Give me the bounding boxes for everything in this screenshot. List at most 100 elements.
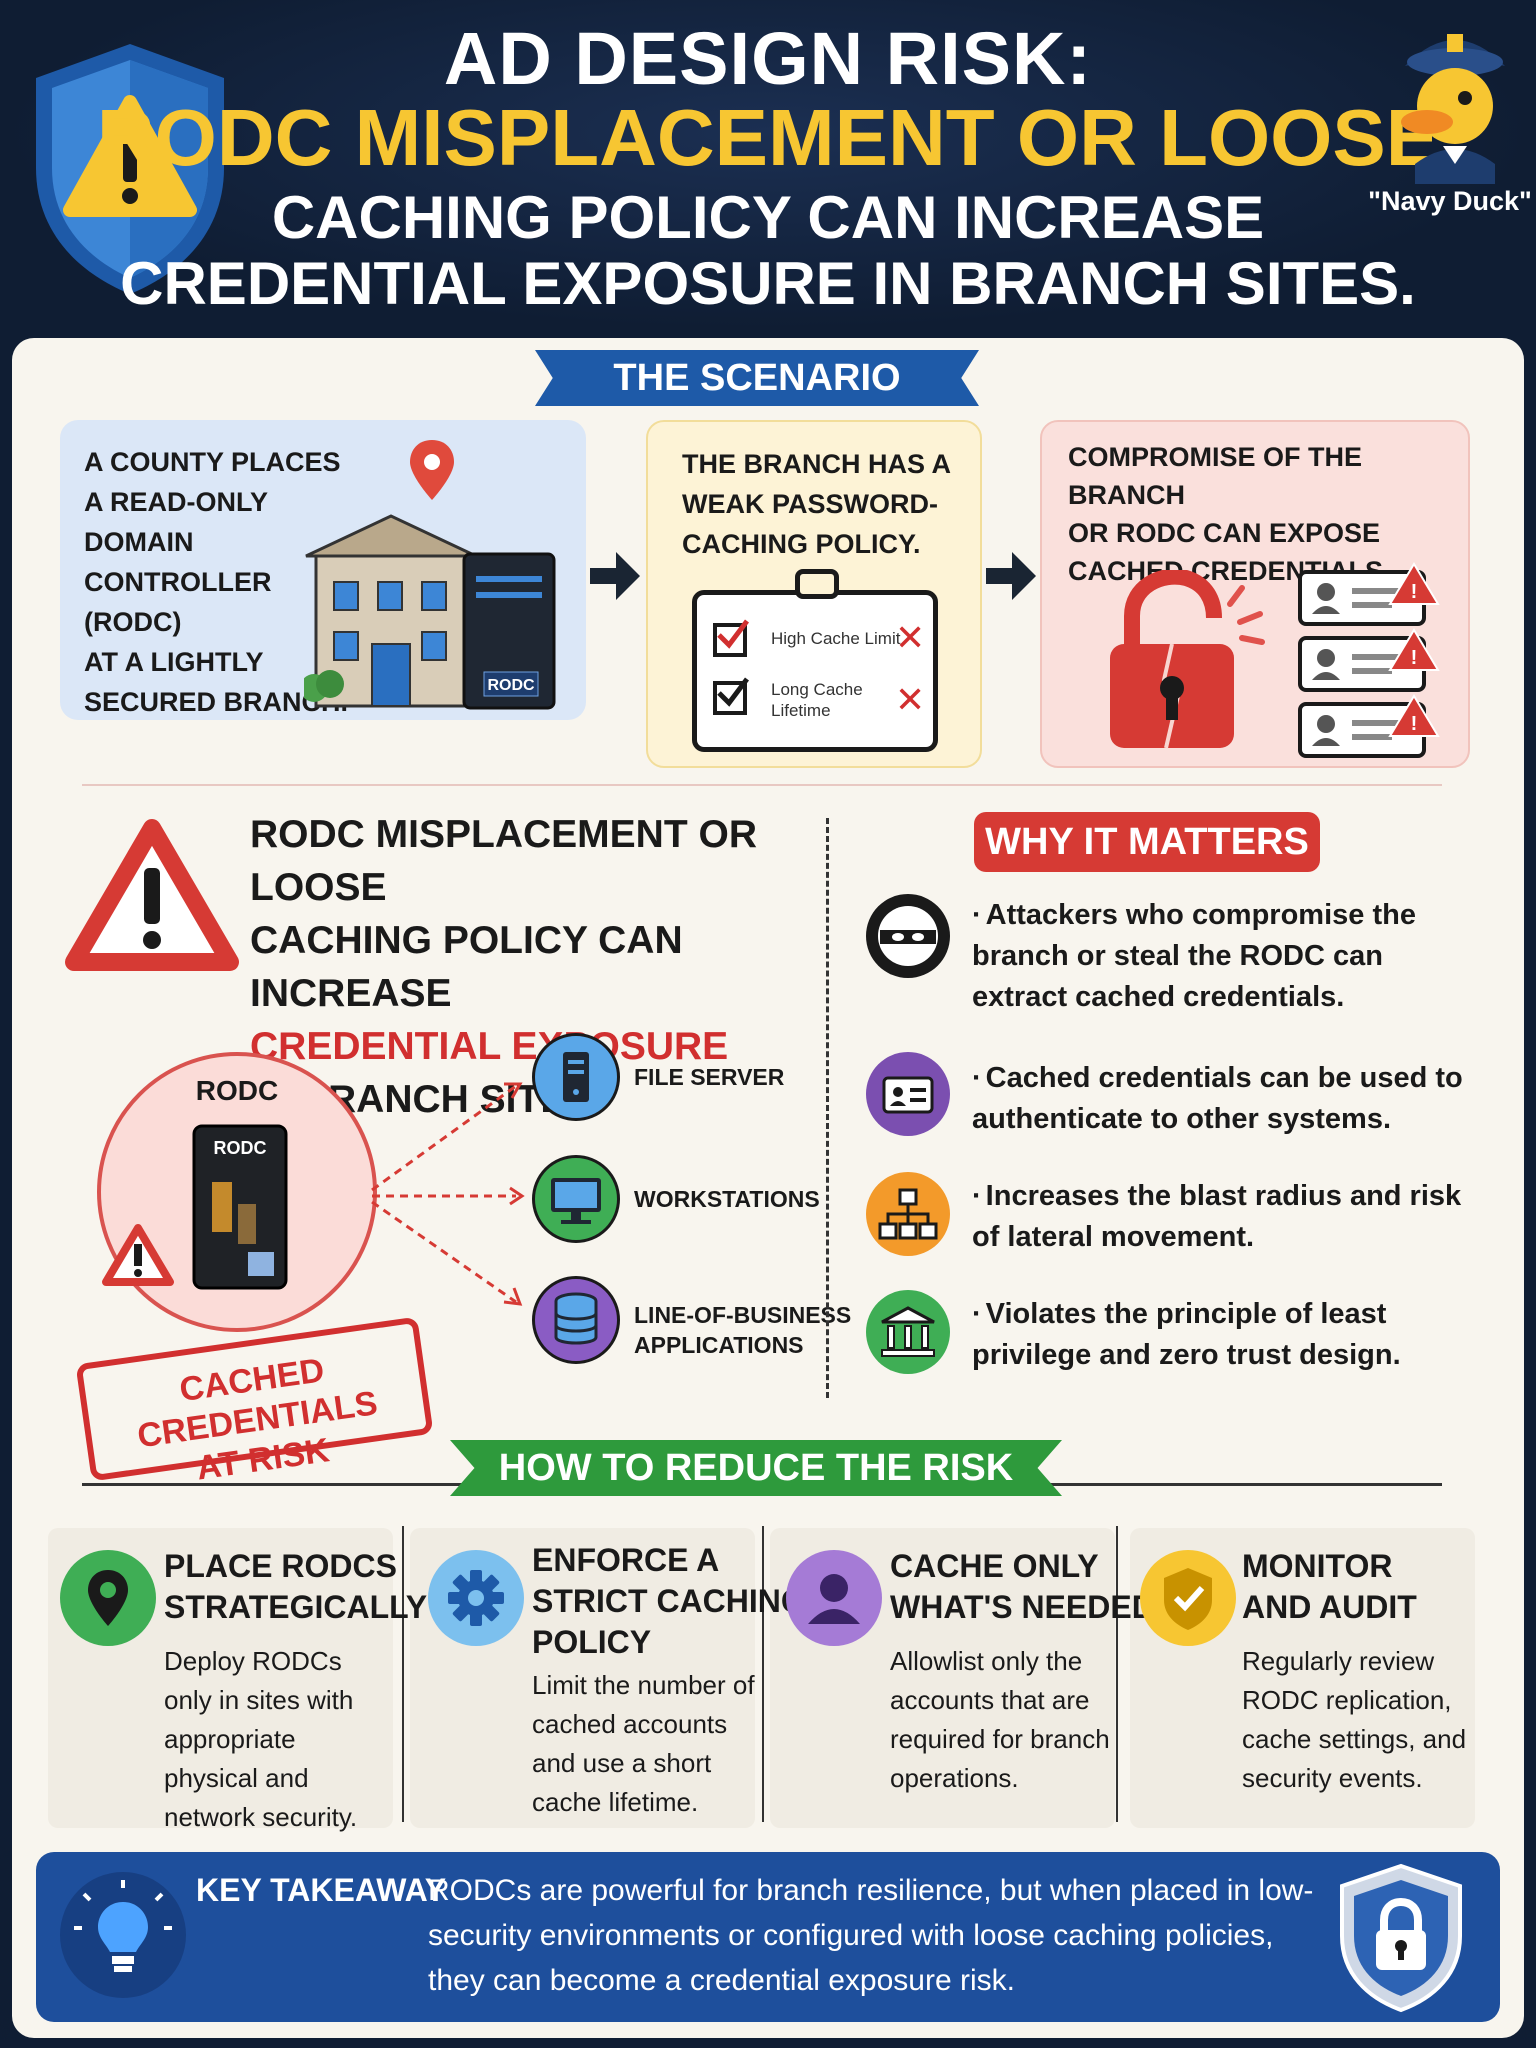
lightbulb-icon [60,1872,186,1998]
card1-line: AT A LIGHTLY [84,647,264,677]
scenario-card-compromise: COMPROMISE OF THE BRANCH OR RODC CAN EXP… [1040,420,1470,768]
middle-title: RODC MISPLACEMENT OR LOOSE CACHING POLIC… [250,808,810,1126]
clip-item-line: Lifetime [771,701,831,720]
header-title-line3: CACHING POLICY CAN INCREASE [271,184,1265,251]
header: AD DESIGN RISK: RODC MISPLACEMENT OR LOO… [0,0,1536,330]
checkbox-checked-icon [713,619,749,657]
section-divider [82,784,1442,786]
card2-line: CACHING POLICY. [682,529,921,559]
header-title-line1: AD DESIGN RISK: [443,17,1093,100]
target-lob-applications: LINE-OF-BUSINESS APPLICATIONS [634,1300,851,1360]
card2-text: THE BRANCH HAS A WEAK PASSWORD- CACHING … [682,444,972,564]
arrow-right-icon [590,552,640,600]
scenario-card-placement: A COUNTY PLACES A READ-ONLY DOMAIN CONTR… [60,420,586,720]
header-title-line4: CREDENTIAL EXPOSURE IN BRANCH SITES. [120,250,1416,317]
clipboard: High Cache Limit ✕ Long Cache Lifetime ✕ [692,569,938,752]
x-mark-icon: ✕ [895,617,926,658]
why-item: Cached credentials can be used to authen… [972,1058,1472,1140]
card1-line: A COUNTY PLACES [84,447,341,477]
server-tag-label: RODC [487,677,535,694]
target-line: LINE-OF-BUSINESS [634,1302,852,1328]
reduce-body: Regularly review RODC replication, cache… [1242,1646,1467,1793]
why-item: Violates the principle of least privileg… [972,1294,1472,1376]
column-separator [402,1526,404,1822]
user-icon [786,1550,882,1646]
why-item: Attackers who compromise the branch or s… [972,895,1472,1018]
reduce-heading: PLACE RODCS STRATEGICALLY [164,1546,427,1628]
rodc-device-label: RODC [214,1138,267,1158]
key-takeaway-text: RODCs are powerful for branch resilience… [428,1874,1314,1997]
clipboard-clip [795,569,839,599]
network-hierarchy-icon [866,1172,950,1256]
reduce-heading-line: POLICY [532,1624,652,1660]
card1-line: CONTROLLER (RODC) [84,567,272,637]
scenario-banner: THE SCENARIO [535,350,979,406]
navy-duck-mascot-icon [1401,34,1505,184]
gear-icon [428,1550,524,1646]
key-takeaway-panel [36,1852,1500,2022]
branch-building-server-icon: RODC [304,440,556,710]
thief-mask-icon [866,894,950,978]
reduce-banner: HOW TO REDUCE THE RISK [450,1440,1062,1496]
institution-icon [866,1290,950,1374]
arrow-right-icon [986,552,1036,600]
reduce-heading-line: AND AUDIT [1242,1589,1417,1625]
column-divider [826,818,829,1398]
header-title-line2: RODC MISPLACEMENT OR LOOSE [96,93,1440,182]
id-card-icon [866,1052,950,1136]
credential-cards-warning-icon: ! ! ! [1298,562,1440,758]
reduce-heading-line: MONITOR [1242,1548,1393,1584]
card1-text: A COUNTY PLACES A READ-ONLY DOMAIN CONTR… [84,442,354,722]
reduce-body: Limit the number of cached accounts and … [532,1670,755,1817]
x-mark-icon: ✕ [895,679,926,720]
scenario-card-policy: THE BRANCH HAS A WEAK PASSWORD- CACHING … [646,420,982,768]
clip-item-line: Long Cache [771,680,863,699]
target-line: APPLICATIONS [634,1332,804,1358]
reduce-heading: ENFORCE A STRICT CACHING POLICY [532,1540,806,1663]
mascot-label: "Navy Duck" [1368,186,1532,216]
database-icon [532,1276,620,1364]
key-takeaway-label: KEY TAKEAWAY [196,1872,447,1908]
svg-text:!: ! [1411,713,1418,735]
reduce-body: Allowlist only the accounts that are req… [890,1646,1110,1793]
reduce-heading-line: CACHE ONLY [890,1548,1099,1584]
card2-line: THE BRANCH HAS A [682,449,951,479]
broken-lock-icon [1110,570,1265,749]
middle-title-line: CACHING POLICY CAN INCREASE [250,919,683,1015]
reduce-heading-line: STRATEGICALLY [164,1589,428,1625]
card3-text: COMPROMISE OF THE BRANCH OR RODC CAN EXP… [1068,438,1458,590]
why-banner: WHY IT MATTERS [974,812,1320,872]
clip-item-cache-limit: High Cache Limit [771,629,901,648]
target-workstations: WORKSTATIONS [634,1186,820,1212]
rodc-label: RODC [195,1075,279,1106]
reduce-heading-line: STRICT CACHING [532,1583,806,1619]
column-separator [762,1526,764,1822]
middle-title-line: RODC MISPLACEMENT OR LOOSE [250,813,757,909]
shield-lock-icon [1340,1863,1462,2013]
warning-shield-icon [36,44,224,294]
compromised-rodc-server-icon: RODC [192,1124,288,1290]
reduce-heading-line: PLACE RODCS [164,1548,397,1584]
reduce-heading: CACHE ONLY WHAT'S NEEDED [890,1546,1155,1628]
attack-path-arrows [371,1082,525,1306]
card2-line: WEAK PASSWORD- [682,489,938,519]
column-separator [1116,1526,1118,1822]
middle-title-highlight: CREDENTIAL EXPOSURE [250,1025,729,1068]
workstation-icon [532,1155,620,1243]
location-pin-icon [60,1550,156,1646]
shield-check-icon [1140,1550,1236,1646]
svg-text:!: ! [1411,581,1418,603]
reduce-body: Deploy RODCs only in sites with appropri… [164,1646,358,1832]
file-server-icon [532,1033,620,1121]
target-file-server: FILE SERVER [634,1064,785,1090]
card1-line: A READ-ONLY DOMAIN [84,487,268,557]
warning-triangle-small-icon [102,1224,174,1286]
reduce-heading: MONITOR AND AUDIT [1242,1546,1417,1628]
reduce-heading-line: ENFORCE A [532,1542,720,1578]
why-item: Increases the blast radius and risk of l… [972,1176,1472,1258]
checkbox-checked-icon [713,677,749,715]
warning-triangle-icon [65,819,239,971]
card3-line: COMPROMISE OF THE BRANCH [1068,442,1363,510]
svg-text:!: ! [1411,647,1418,669]
reduce-heading-line: WHAT'S NEEDED [890,1589,1155,1625]
